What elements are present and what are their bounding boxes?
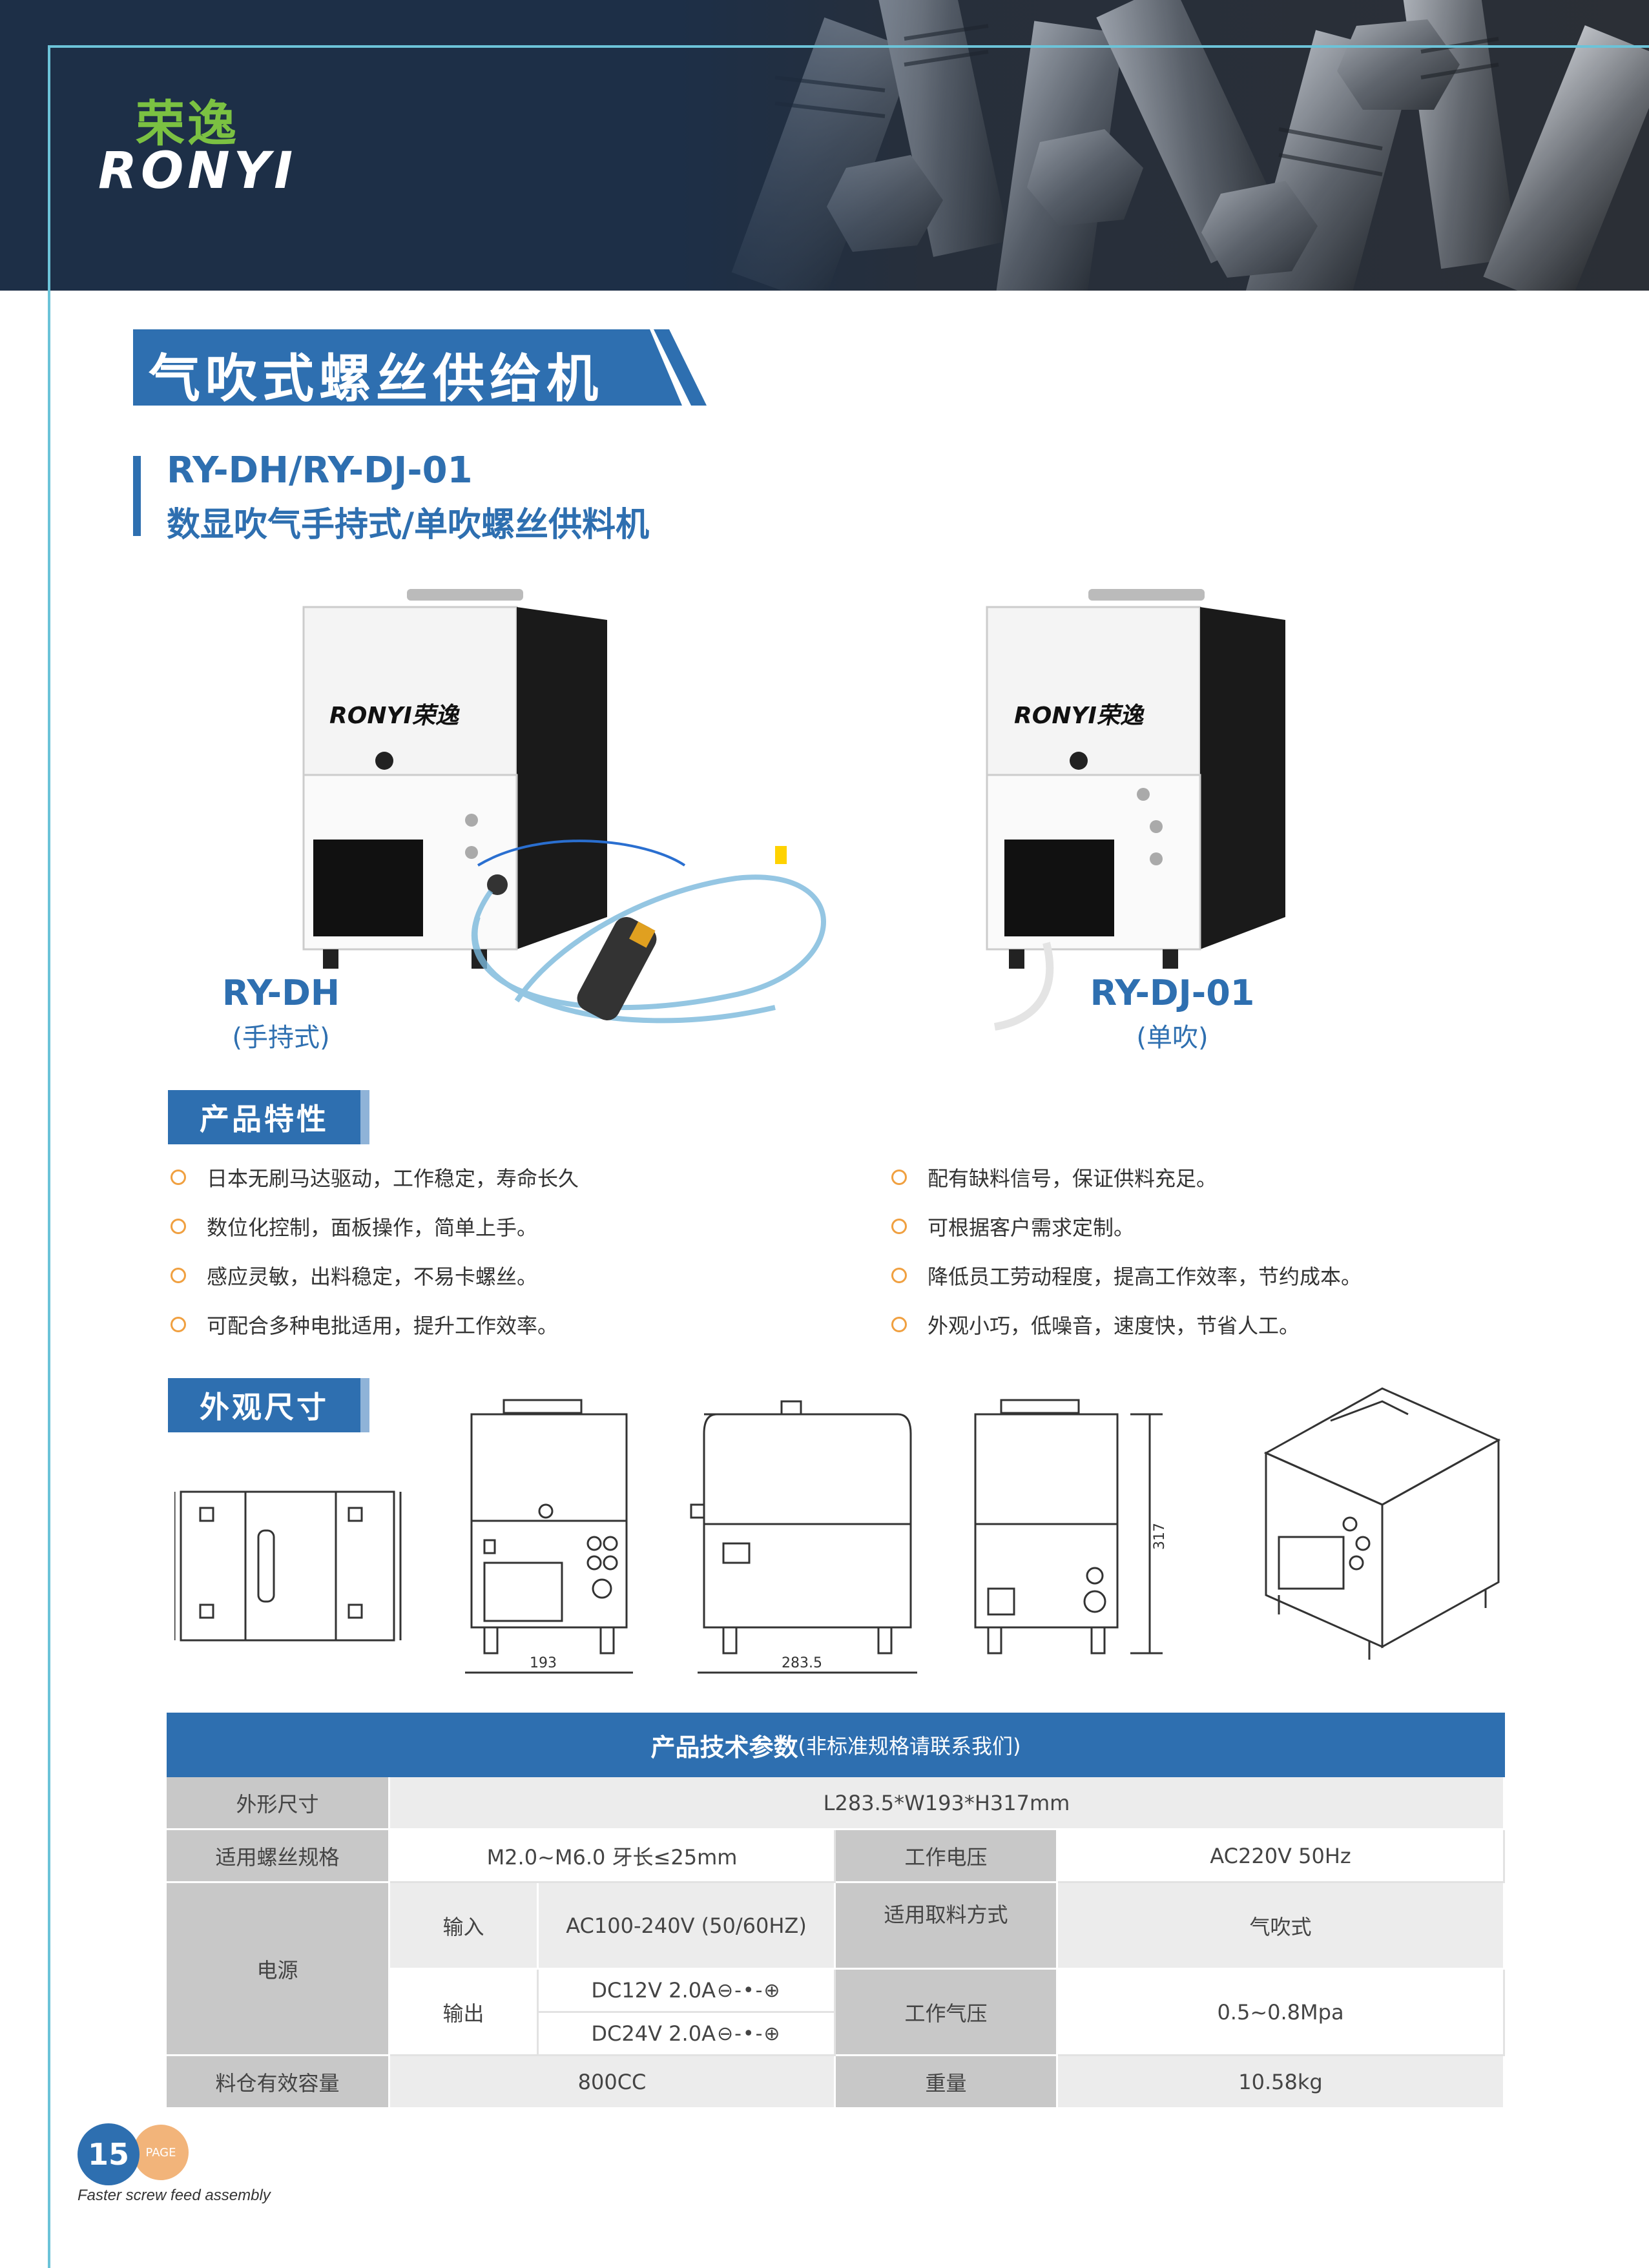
dimension-length: 283.5	[782, 1655, 822, 1671]
feature-text: 配有缺料信号，保证供料充足。	[928, 1166, 1218, 1191]
feature-item: 外观小巧，低噪音，速度快，节省人工。	[891, 1310, 1300, 1339]
dimension-height: 317	[1152, 1523, 1168, 1550]
bullet-icon	[891, 1219, 907, 1234]
spec-label-weight: 重量	[836, 2056, 1058, 2109]
bullet-icon	[171, 1170, 186, 1185]
spec-value-size: L283.5*W193*H317mm	[390, 1777, 1505, 1830]
feature-item: 感应灵敏，出料稳定，不易卡螺丝。	[171, 1261, 537, 1290]
drawing-back-view: 317	[974, 1399, 1168, 1655]
product-image-ry-dj-01: RONYI荣逸	[986, 589, 1285, 1031]
feature-text: 数位化控制，面板操作，简单上手。	[207, 1215, 538, 1240]
title-ribbon	[133, 329, 707, 406]
feature-item: 数位化控制，面板操作，简单上手。	[171, 1211, 537, 1241]
spec-title-note: (非标准规格请联系我们)	[798, 1734, 1021, 1758]
product-image-ry-dh: RONYI荣逸	[302, 589, 826, 1024]
feature-item: 日本无刷马达驱动，工作稳定，寿命长久	[171, 1162, 579, 1192]
page-title: 气吹式螺丝供给机	[149, 349, 603, 409]
polarity-icon: ⊖-•-⊕	[716, 2022, 782, 2045]
spec-title: 产品技术参数	[650, 1733, 798, 1762]
product-label-ry-dj-01: RONYI荣逸	[1014, 703, 1145, 729]
page-frame-line	[48, 45, 1649, 2268]
feature-text: 可配合多种电批适用，提升工作效率。	[207, 1314, 559, 1338]
feature-text: 感应灵敏，出料稳定，不易卡螺丝。	[207, 1264, 538, 1289]
page-word-badge: PAGE	[133, 2125, 189, 2180]
spec-label-screw: 适用螺丝规格	[167, 1830, 390, 1883]
drawing-top-view	[174, 1490, 402, 1642]
feature-item: 配有缺料信号，保证供料充足。	[891, 1162, 1217, 1192]
feature-text: 可根据客户需求定制。	[928, 1215, 1135, 1240]
model-accent-bar	[133, 456, 141, 536]
logo-chinese: 荣逸	[136, 95, 239, 152]
polarity-icon: ⊖-•-⊕	[716, 1979, 782, 2002]
spec-label-size: 外形尺寸	[167, 1777, 390, 1830]
spec-value-capacity: 800CC	[390, 2056, 836, 2109]
caption-sub-ry-dj-01: (单吹)	[1136, 1023, 1208, 1053]
spec-value-output-2: DC24V 2.0A⊖-•-⊕	[539, 2013, 836, 2056]
model-name: 数显吹气手持式/单吹螺丝供料机	[167, 506, 649, 544]
feature-item: 可根据客户需求定制。	[891, 1211, 1134, 1241]
output-1-text: DC12V 2.0A	[591, 1978, 716, 2003]
feature-item: 降低员工劳动程度，提高工作效率，节约成本。	[891, 1261, 1362, 1290]
spec-label-method: 适用取料方式	[836, 1883, 1058, 1970]
section-dimensions-title: 外观尺寸	[200, 1390, 329, 1425]
caption-sub-ry-dh: (手持式)	[232, 1023, 330, 1053]
header-banner	[0, 0, 1649, 291]
feature-item: 可配合多种电批适用，提升工作效率。	[171, 1310, 558, 1339]
output-2-text: DC24V 2.0A	[591, 2021, 716, 2046]
drawing-isometric-view	[1263, 1387, 1501, 1660]
section-features-title: 产品特性	[200, 1102, 329, 1137]
spec-value-weight: 10.58kg	[1058, 2056, 1505, 2109]
caption-model-ry-dh: RY-DH	[222, 973, 340, 1013]
footer-tagline: Faster screw feed assembly	[78, 2187, 271, 2204]
spec-value-voltage: AC220V 50Hz	[1058, 1830, 1505, 1883]
spec-label-capacity: 料仓有效容量	[167, 2056, 390, 2109]
drawing-side-view: 283.5	[690, 1400, 917, 1674]
product-label-ry-dh: RONYI荣逸	[329, 703, 461, 729]
bullet-icon	[171, 1268, 186, 1283]
bolts-photo	[678, 0, 1649, 291]
spec-value-method: 气吹式	[1058, 1883, 1505, 1970]
section-dimensions-tab: 外观尺寸	[168, 1378, 369, 1432]
spec-value-input: AC100-240V (50/60HZ)	[539, 1883, 836, 1970]
spec-value-screw: M2.0~M6.0 牙长≤25mm	[390, 1830, 836, 1883]
spec-table-header: 产品技术参数(非标准规格请联系我们)	[167, 1713, 1505, 1777]
spec-label-output: 输出	[390, 1970, 539, 2056]
dimension-width: 193	[530, 1655, 557, 1671]
bullet-icon	[171, 1317, 186, 1332]
logo-english: RONYI	[98, 142, 297, 200]
feature-text: 外观小巧，低噪音，速度快，节省人工。	[928, 1314, 1300, 1338]
model-code: RY-DH/RY-DJ-01	[167, 449, 473, 491]
bullet-icon	[891, 1268, 907, 1283]
feature-text: 日本无刷马达驱动，工作稳定，寿命长久	[207, 1166, 579, 1191]
caption-model-ry-dj-01: RY-DJ-01	[1090, 973, 1255, 1013]
spec-label-voltage: 工作电压	[836, 1830, 1058, 1883]
spec-value-output-1: DC12V 2.0A⊖-•-⊕	[539, 1970, 836, 2013]
spec-label-power: 电源	[167, 1883, 390, 2056]
bullet-icon	[891, 1317, 907, 1332]
spec-value-pressure: 0.5~0.8Mpa	[1058, 1970, 1505, 2056]
feature-text: 降低员工劳动程度，提高工作效率，节约成本。	[928, 1264, 1362, 1289]
spec-label-input: 输入	[390, 1883, 539, 1970]
bullet-icon	[891, 1170, 907, 1185]
page-number: 15	[78, 2123, 140, 2185]
section-features-tab: 产品特性	[168, 1090, 369, 1144]
spec-label-pressure: 工作气压	[836, 1970, 1058, 2056]
bullet-icon	[171, 1219, 186, 1234]
drawing-front-view: 193	[465, 1399, 633, 1674]
